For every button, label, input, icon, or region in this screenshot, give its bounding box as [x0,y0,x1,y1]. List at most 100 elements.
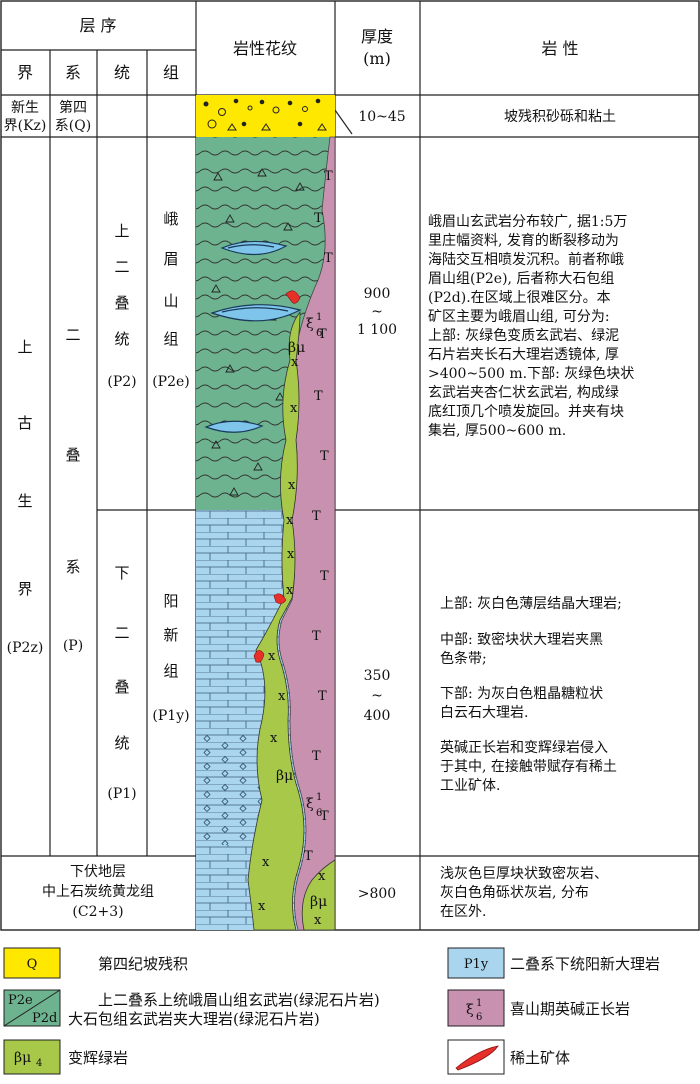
svg-text:古: 古 [17,414,32,432]
svg-text:阳: 阳 [163,592,178,610]
yangxin-thickness: 350 ~ 400 [364,668,391,724]
svg-text:系: 系 [65,558,80,576]
svg-text:x: x [268,649,276,664]
svg-text:浅灰色巨厚块状致密灰岩、: 浅灰色巨厚块状致密灰岩、 [440,865,608,882]
svg-text:组: 组 [163,662,178,680]
header-formation: 组 [163,63,179,82]
svg-text:6: 6 [316,328,322,339]
ore-body-3 [253,650,265,663]
diabase-label-bottom: βμ [310,894,327,910]
svg-text:x: x [262,855,270,870]
svg-text:上部: 灰白色薄层结晶大理岩;: 上部: 灰白色薄层结晶大理岩; [440,595,622,612]
svg-text:山: 山 [163,292,178,310]
svg-text:下伏地层: 下伏地层 [70,864,126,880]
svg-text:350: 350 [364,668,391,684]
legend-item-yangxin: P1y 二叠系下统阳新大理岩 [447,947,660,979]
header-series: 统 [114,63,130,82]
svg-text:上: 上 [17,338,32,356]
svg-text:400: 400 [364,708,391,724]
svg-text:βμ: βμ [14,1050,31,1066]
svg-text:~: ~ [371,304,383,320]
legend-item-syenite: ξ 1 6 喜山期英碱正长岩 [447,989,630,1027]
svg-text:T: T [314,211,323,226]
svg-text:工业矿体.: 工业矿体. [440,778,500,794]
diabase-dike-lower [301,859,336,931]
svg-text:上二叠系上统峨眉山组玄武岩(绿泥石片岩): 上二叠系上统峨眉山组玄武岩(绿泥石片岩) [98,991,380,1009]
svg-text:集岩, 厚500~600 m.: 集岩, 厚500~600 m. [428,422,566,439]
quaternary-lithology: 坡残积砂砾和粘土 [504,109,616,125]
legend-item-ore: 稀土矿体 [447,1039,570,1075]
svg-text:眉: 眉 [163,250,178,268]
upper-formation-cell: 峨 眉 山 组 (P2e) [152,210,190,390]
svg-text:T: T [320,449,329,464]
table-header: 层 序 界 系 统 组 岩性花纹 厚度 (m) 岩 性 [17,16,579,82]
svg-text:x: x [290,401,298,416]
svg-text:下: 下 [114,564,129,582]
svg-text:组: 组 [163,330,178,348]
svg-text:矿区主要为峨眉山组, 可分为:: 矿区主要为峨眉山组, 可分为: [428,309,610,325]
svg-text:统: 统 [114,330,129,348]
svg-text:P2e: P2e [8,993,33,1008]
header-system: 系 [65,63,81,82]
svg-text:二: 二 [114,258,129,276]
syenite-t-marks: TT TT TT TT TT TT T [304,169,333,864]
svg-text:900: 900 [364,286,391,302]
svg-text:ξ: ξ [466,1002,474,1018]
quaternary-thickness: 10~45 [358,109,405,125]
header-pattern: 岩性花纹 [233,39,297,58]
svg-text:里庄幅资料, 发育的断裂移动为: 里庄幅资料, 发育的断裂移动为 [428,232,619,249]
svg-text:T: T [318,689,327,704]
svg-text:英碱正长岩和变辉绿岩侵入: 英碱正长岩和变辉绿岩侵入 [440,739,608,756]
svg-text:(P2e): (P2e) [152,374,190,390]
svg-text:T: T [324,251,333,266]
svg-text:T: T [318,327,327,342]
svg-text:新: 新 [163,626,178,644]
svg-text:x: x [286,583,294,598]
diabase-label-upper: βμ [288,340,305,356]
svg-text:(P1): (P1) [107,786,136,802]
svg-text:T: T [312,749,321,764]
svg-text:x: x [314,913,322,928]
svg-text:x: x [286,513,294,528]
legend-item-quaternary: Q 第四纪坡残积 [3,947,188,979]
diabase-dike [247,310,305,931]
svg-text:中部: 致密块状大理岩夹黑: 中部: 致密块状大理岩夹黑 [440,631,603,648]
svg-text:6: 6 [476,1012,482,1023]
svg-text:P1y: P1y [464,957,489,972]
svg-text:ξ: ξ [306,796,314,812]
svg-text:(P): (P) [63,638,83,654]
svg-text:界: 界 [17,580,32,598]
svg-text:6: 6 [316,808,322,819]
legend: Q 第四纪坡残积 P1y 二叠系下统阳新大理岩 P2e P2d 上二叠系上统峨眉… [3,947,660,1075]
erathem-cell: 上 古 生 界 (P2z) [7,338,44,656]
svg-text:生: 生 [17,492,32,510]
quaternary-system-1: 第四 [59,99,87,116]
emei-thickness: 900 ~ 1 100 [357,286,397,338]
legend-item-emei: P2e P2d 上二叠系上统峨眉山组玄武岩(绿泥石片岩) 大石包组玄武岩夹大理岩… [3,989,380,1028]
svg-text:二: 二 [114,624,129,642]
quaternary-system-2: 系(Q) [55,118,91,134]
svg-text:x: x [270,731,278,746]
svg-text:x: x [291,355,299,370]
svg-text:Q: Q [27,957,38,972]
svg-text:在区外.: 在区外. [440,904,486,920]
quaternary-row: 新生 界(Kz) 第四 系(Q) 10~45 坡残积砂砾和粘土 [4,99,616,135]
svg-text:石片岩夹长石大理岩透镜体, 厚: 石片岩夹长石大理岩透镜体, 厚 [428,347,619,363]
svg-text:T: T [314,389,323,404]
svg-text:大石包组玄武岩夹大理岩(绿泥石片岩): 大石包组玄武岩夹大理岩(绿泥石片岩) [68,1010,320,1028]
gravel-dots [203,98,327,131]
svg-text:中上石炭统黄龙组: 中上石炭统黄龙组 [42,883,154,900]
upper-series-cell: 上 二 叠 统 (P2) [107,222,136,390]
svg-text:喜山期英碱正长岩: 喜山期英碱正长岩 [510,1000,630,1018]
svg-text:底红顶几个喷发旋回。并夹有块: 底红顶几个喷发旋回。并夹有块 [428,404,624,420]
quaternary-band [196,95,335,137]
diabase-x-marks: x x x x x x x x x x x x x [258,355,326,928]
quaternary-erathem-1: 新生 [11,100,39,116]
svg-text:于其中, 在接触带赋存有稀土: 于其中, 在接触带赋存有稀土 [440,758,617,775]
svg-text:色条带;: 色条带; [440,650,487,667]
lower-series-cell: 下 二 叠 统 (P1) [107,564,136,802]
svg-text:上: 上 [114,222,129,240]
svg-text:峨眉山玄武岩分布较广, 据1:5万: 峨眉山玄武岩分布较广, 据1:5万 [428,213,627,230]
svg-text:变辉绿岩: 变辉绿岩 [68,1049,128,1067]
svg-text:x: x [288,478,296,493]
